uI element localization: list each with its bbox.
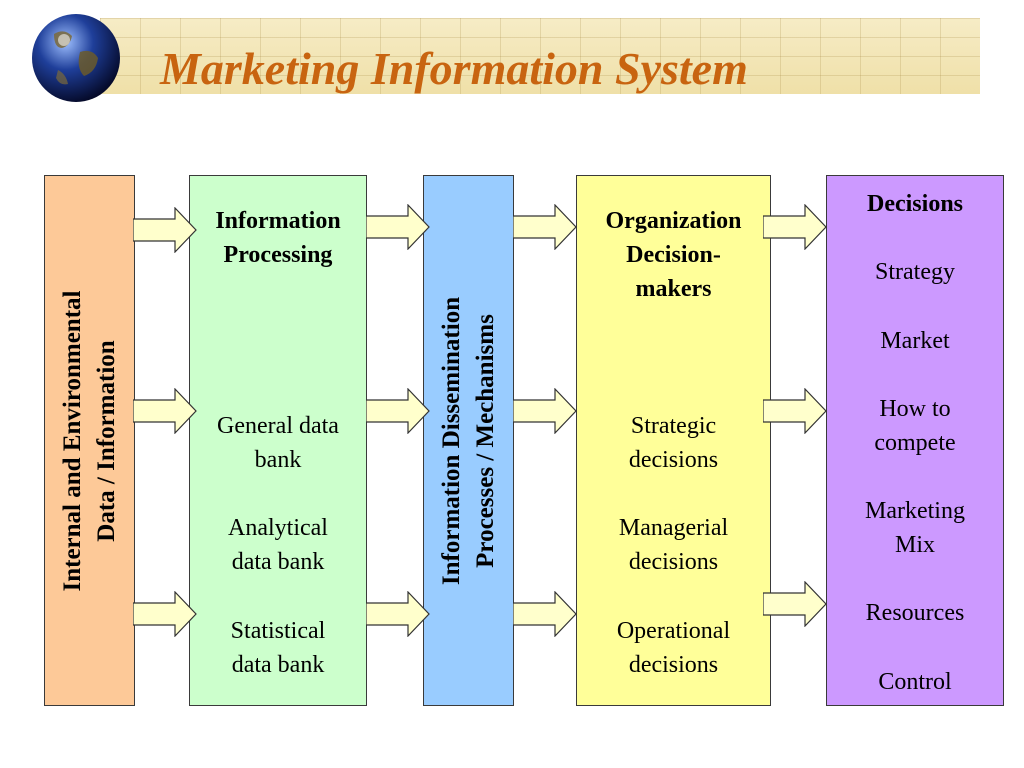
source-data-box: Internal and Environmental Data / Inform… (44, 175, 135, 706)
strategic-decisions-line2: decisions (628, 447, 719, 473)
general-data-bank-line1: General data (217, 413, 339, 439)
processing-heading-line1: Information (215, 208, 341, 234)
analytical-data-bank-line1: Analytical (228, 515, 328, 541)
source-label-line2: Data / Information (92, 339, 120, 542)
arrow-organization-to-decisions-bottom (763, 581, 827, 627)
arrow-dissemination-to-organization-middle (513, 388, 577, 434)
statistical-data-bank-line2: data bank (231, 652, 325, 678)
managerial-decisions-line2: decisions (628, 549, 719, 575)
globe-icon (32, 14, 120, 102)
decision-how-to-compete: How to compete (827, 392, 1003, 460)
arrow-processing-to-dissemination-bottom (366, 591, 430, 637)
decision-control: Control (878, 669, 952, 695)
operational-decisions-line1: Operational (616, 618, 731, 644)
organization-heading-line2: Decision- (626, 242, 721, 268)
decisions-box: Decisions Strategy Market How to compete… (826, 175, 1004, 706)
arrow-source-to-processing-top (133, 207, 197, 253)
decision-how-to-line2: compete (874, 430, 956, 456)
organization-heading-line3: makers (635, 276, 712, 302)
information-processing-box: Information Processing General data bank… (189, 175, 367, 706)
arrow-organization-to-decisions-top (763, 204, 827, 250)
dissemination-label-line2: Processes / Mechanisms (471, 313, 499, 568)
statistical-data-bank-line1: Statistical (230, 618, 326, 644)
arrow-source-to-processing-middle (133, 388, 197, 434)
title-banner (100, 18, 980, 94)
processing-heading-line2: Processing (223, 242, 333, 268)
dissemination-label: Information Dissemination Processes / Me… (435, 296, 503, 584)
decision-marketing-mix: Marketing Mix (827, 494, 1003, 562)
decision-how-to-line1: How to (879, 396, 951, 422)
analytical-data-bank: Analytical data bank (190, 511, 366, 579)
arrow-source-to-processing-bottom (133, 591, 197, 637)
decision-resources: Resources (865, 600, 965, 626)
source-label-line1: Internal and Environmental (58, 290, 86, 591)
decision-marketing-mix-line1: Marketing (865, 498, 965, 524)
analytical-data-bank-line2: data bank (231, 549, 325, 575)
strategic-decisions: Strategic decisions (577, 409, 770, 477)
arrow-processing-to-dissemination-top (366, 204, 430, 250)
information-dissemination-box: Information Dissemination Processes / Me… (423, 175, 514, 706)
decision-marketing-mix-line2: Mix (894, 532, 935, 558)
page-title: Marketing Information System (160, 43, 748, 94)
managerial-decisions: Managerial decisions (577, 511, 770, 579)
strategic-decisions-line1: Strategic (630, 413, 717, 439)
decision-market: Market (880, 328, 950, 354)
arrow-dissemination-to-organization-top (513, 204, 577, 250)
arrow-dissemination-to-organization-bottom (513, 591, 577, 637)
organization-heading-line1: Organization (605, 208, 742, 234)
organization-heading: Organization Decision- makers (577, 204, 770, 306)
source-data-label: Internal and Environmental Data / Inform… (56, 290, 124, 591)
statistical-data-bank: Statistical data bank (190, 614, 366, 682)
operational-decisions-line2: decisions (628, 652, 719, 678)
general-data-bank: General data bank (190, 409, 366, 477)
arrow-processing-to-dissemination-middle (366, 388, 430, 434)
arrow-organization-to-decisions-middle (763, 388, 827, 434)
general-data-bank-line2: bank (254, 447, 302, 473)
operational-decisions: Operational decisions (577, 614, 770, 682)
organization-decision-makers-box: Organization Decision- makers Strategic … (576, 175, 771, 706)
decisions-heading: Decisions (867, 191, 963, 217)
processing-heading: Information Processing (190, 204, 366, 272)
banner-map-grid (100, 18, 980, 94)
dissemination-label-line1: Information Dissemination (437, 296, 465, 585)
managerial-decisions-line1: Managerial (618, 515, 729, 541)
decision-strategy: Strategy (875, 259, 955, 285)
